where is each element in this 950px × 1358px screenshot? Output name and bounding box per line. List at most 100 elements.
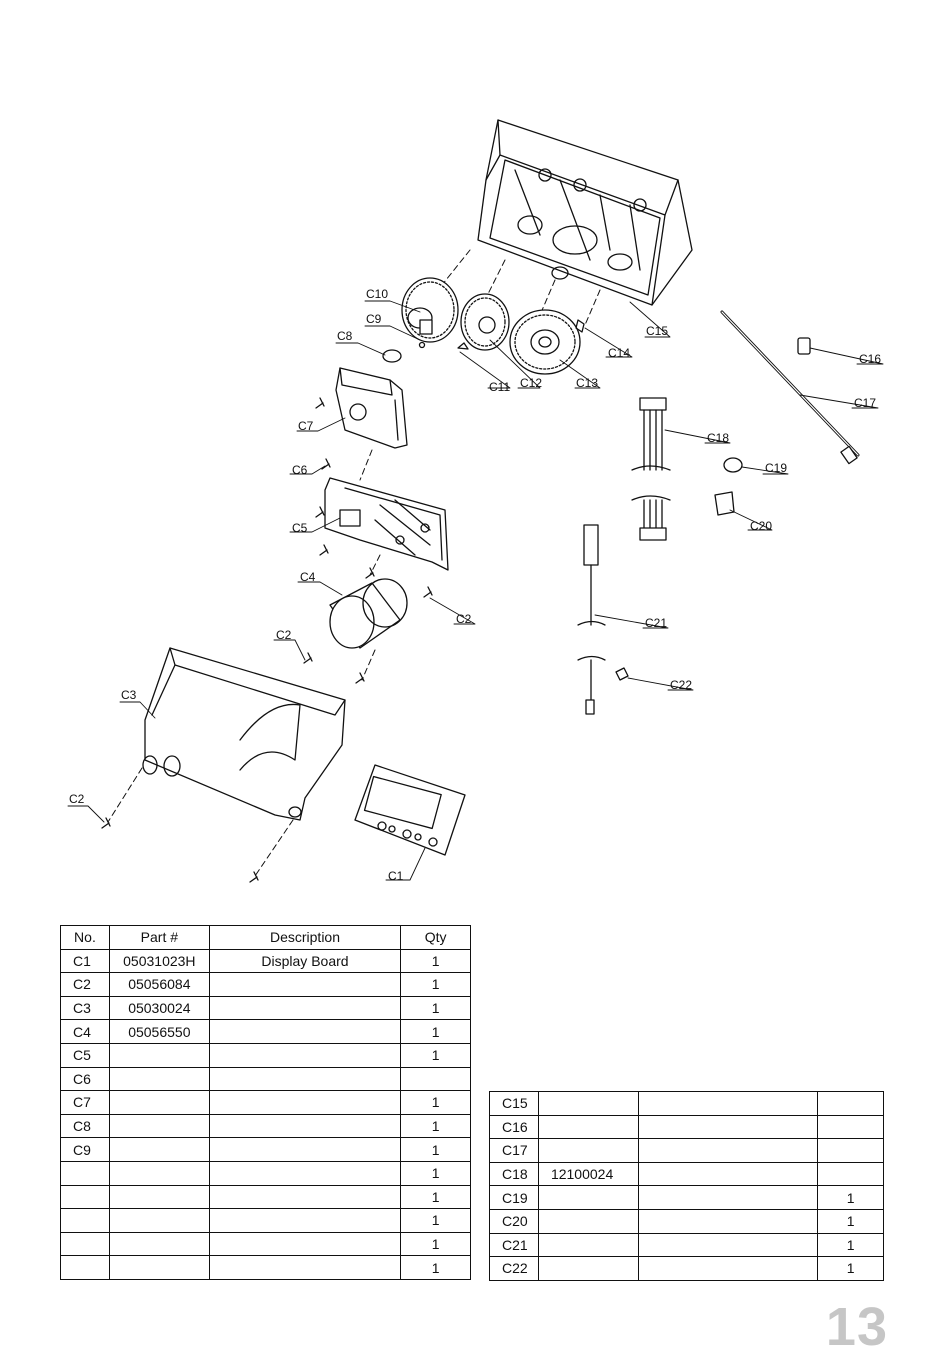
table-row: 1	[60, 1184, 471, 1210]
leader-lines	[67, 300, 884, 881]
callout-c16: C16	[859, 352, 881, 366]
cell-description	[637, 1185, 819, 1210]
cell-no: C7	[60, 1090, 110, 1115]
cell-description	[208, 1231, 402, 1257]
cell-part-number	[108, 1231, 210, 1257]
callout-c7: C7	[298, 419, 314, 433]
cell-qty: 1	[400, 1137, 471, 1162]
cell-description	[208, 1208, 402, 1233]
cell-qty: 1	[400, 995, 471, 1021]
callout-c11: C11	[489, 380, 510, 394]
cell-no: C18	[489, 1161, 539, 1187]
cell-description	[208, 1160, 402, 1186]
cell-no: C6	[60, 1066, 110, 1092]
cell-description	[637, 1208, 819, 1234]
cell-no	[60, 1231, 110, 1257]
cell-description	[637, 1138, 819, 1163]
cell-description	[637, 1256, 819, 1281]
cell-part-number	[108, 1255, 210, 1280]
cell-qty: 1	[400, 972, 471, 997]
table-header-row: No. Part # Description Qty	[60, 925, 471, 950]
cell-qty: 1	[400, 1231, 471, 1257]
callout-c9: C9	[366, 312, 382, 326]
callout-c22: C22	[670, 678, 692, 692]
cell-no	[60, 1255, 110, 1280]
cell-description	[208, 1019, 402, 1044]
table-row: C15	[489, 1091, 884, 1116]
cell-description	[208, 1137, 402, 1162]
cell-part-number	[537, 1185, 639, 1210]
cell-description	[208, 972, 402, 997]
cell-qty: 1	[400, 1042, 471, 1068]
cell-no: C22	[489, 1256, 539, 1281]
cell-part-number	[108, 1066, 210, 1092]
callout-c21: C21	[645, 616, 667, 630]
table-row: 1	[60, 1255, 471, 1280]
cover-c3	[142, 647, 346, 821]
cell-description	[637, 1114, 819, 1140]
cell-part-number: 12100024	[537, 1161, 639, 1187]
cell-no: C15	[489, 1091, 539, 1116]
table-row: C9 1	[60, 1137, 471, 1162]
callout-c17: C17	[854, 396, 876, 410]
display-board-c1	[354, 764, 466, 856]
header-description: Description	[208, 925, 402, 950]
cell-qty: 1	[817, 1185, 884, 1210]
cell-part-number: 05031023H	[108, 948, 210, 974]
cell-description: Display Board	[208, 948, 402, 974]
callout-c20: C20	[750, 519, 772, 533]
callout-c15: C15	[646, 324, 668, 338]
cell-description	[208, 1113, 402, 1139]
cell-no: C1	[60, 948, 110, 974]
table-row: C17	[489, 1138, 884, 1163]
callout-c18: C18	[707, 431, 729, 445]
cell-qty: 1	[817, 1256, 884, 1281]
cable-c21	[577, 524, 629, 715]
bracket-c7	[335, 367, 408, 449]
cell-description	[637, 1232, 819, 1258]
cell-description	[637, 1161, 819, 1187]
cell-qty	[817, 1091, 884, 1116]
header-part-number: Part #	[108, 925, 210, 950]
housing-c15	[477, 119, 693, 306]
cell-part-number	[108, 1160, 210, 1186]
cell-qty: 1	[400, 1019, 471, 1044]
cell-part-number	[108, 1208, 210, 1233]
cell-qty: 1	[400, 1184, 471, 1210]
cell-no: C4	[60, 1019, 110, 1044]
table-row: C22 1	[489, 1256, 884, 1281]
cell-qty: 1	[400, 1113, 471, 1139]
cell-part-number: 05056084	[108, 972, 210, 997]
cell-description	[208, 1042, 402, 1068]
cell-no: C9	[60, 1137, 110, 1162]
callout-c10: C10	[366, 287, 388, 301]
cell-description	[208, 1066, 402, 1092]
callout-c19: C19	[765, 461, 787, 475]
screws	[101, 397, 433, 883]
callout-c3: C3	[121, 688, 137, 702]
cell-qty: 1	[400, 1208, 471, 1233]
cell-no: C16	[489, 1114, 539, 1140]
cell-qty: 1	[400, 1090, 471, 1115]
callout-c4: C4	[300, 570, 316, 584]
cell-no: C19	[489, 1185, 539, 1210]
cable-c18	[631, 397, 671, 541]
callout-c14: C14	[608, 346, 630, 360]
table-row: C6	[60, 1066, 471, 1092]
cell-no: C20	[489, 1208, 539, 1234]
cell-description	[208, 1090, 402, 1115]
cell-no: C17	[489, 1138, 539, 1163]
cell-no	[60, 1208, 110, 1233]
cell-no: C2	[60, 972, 110, 997]
cell-description	[637, 1091, 819, 1116]
callout-c13: C13	[576, 376, 598, 390]
